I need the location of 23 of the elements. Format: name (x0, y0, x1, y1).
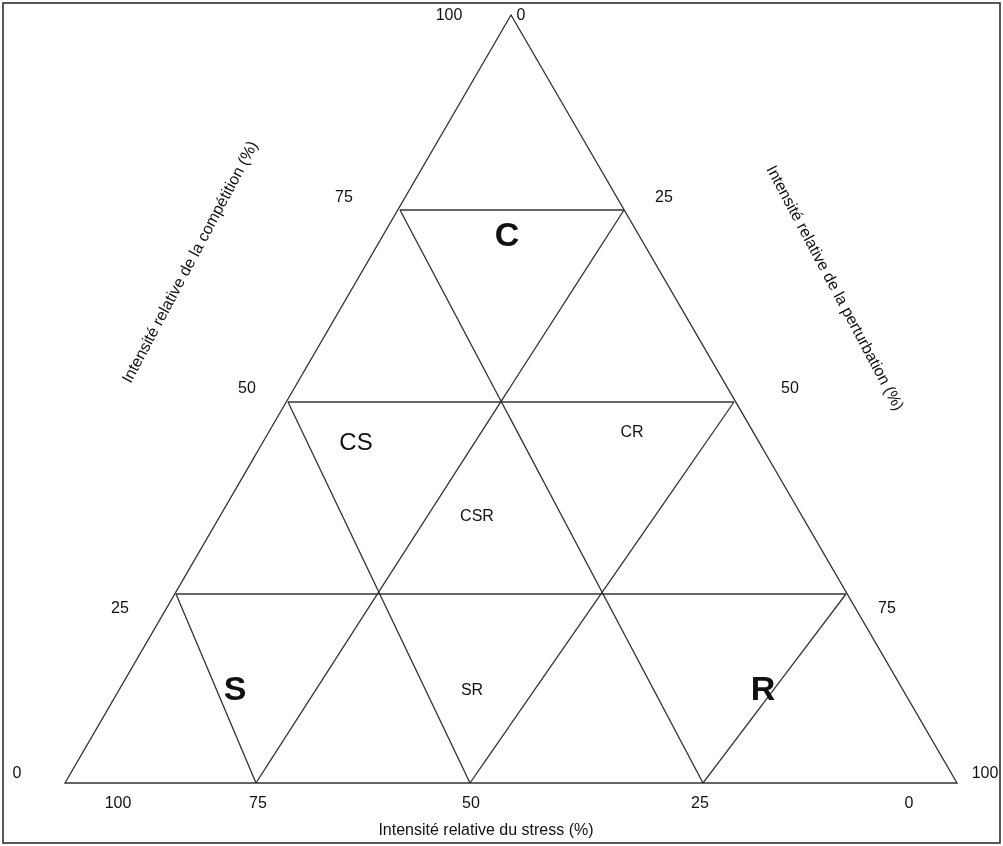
tick-label: 100 (971, 764, 999, 782)
region-label: SR (460, 681, 484, 699)
region-label: S (223, 668, 247, 708)
tick-label: 25 (655, 188, 673, 206)
tick-label: 25 (111, 599, 129, 617)
tick-label: 0 (904, 794, 914, 812)
axis-title: Intensité relative du stress (%) (378, 821, 594, 839)
tick-label: 50 (781, 379, 799, 397)
tick-label: 0 (12, 764, 22, 782)
tick-label: 50 (238, 379, 256, 397)
region-label: C (494, 214, 520, 254)
tick-label: 100 (104, 794, 132, 812)
tick-label: 75 (335, 188, 353, 206)
tick-label: 0 (516, 6, 526, 24)
region-label: CSR (460, 507, 494, 525)
tick-label: 75 (878, 599, 896, 617)
tick-label: 100 (435, 6, 463, 24)
tick-label: 50 (462, 794, 480, 812)
tick-label: 75 (249, 794, 267, 812)
tick-label: 25 (691, 794, 709, 812)
region-label: CR (620, 423, 644, 441)
region-label: CS (339, 428, 373, 456)
region-label: R (750, 668, 776, 708)
